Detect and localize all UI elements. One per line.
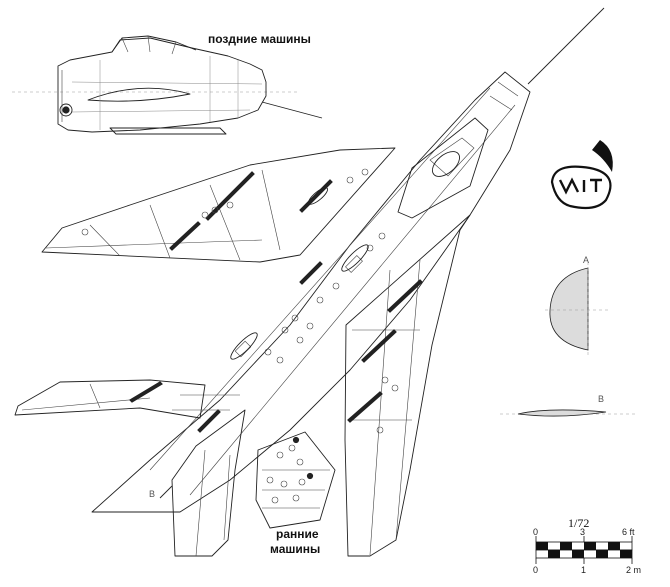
early-machines-label-line1: ранние: [276, 527, 319, 541]
scale-ft-tick-1: 3: [580, 527, 586, 537]
scale-ft-tick-0: 0: [533, 527, 539, 537]
early-detail-inset: [255, 431, 336, 529]
scale-m-tick-0: 0: [533, 565, 539, 575]
scale-m-tick-2: 2 m: [626, 565, 642, 575]
scale-m-tick-1: 1: [581, 565, 587, 575]
side-view: [12, 35, 323, 135]
mig-logo-icon: [550, 140, 613, 210]
scale-bar: [535, 536, 633, 564]
section-a-label: A: [583, 255, 590, 265]
early-machines-label-line2: машины: [270, 542, 321, 556]
scale-ft-tick-2: 6 ft: [622, 527, 635, 537]
section-b-profile: [500, 409, 636, 417]
section-b-marker-line: [159, 485, 173, 499]
section-b-marker-label: B: [149, 489, 156, 499]
scale-ratio: 1/72: [568, 516, 590, 530]
plan-view: [14, 7, 605, 557]
section-b-label: B: [598, 394, 605, 404]
late-machines-label: поздние машины: [208, 32, 311, 46]
section-a-profile: [545, 262, 610, 356]
